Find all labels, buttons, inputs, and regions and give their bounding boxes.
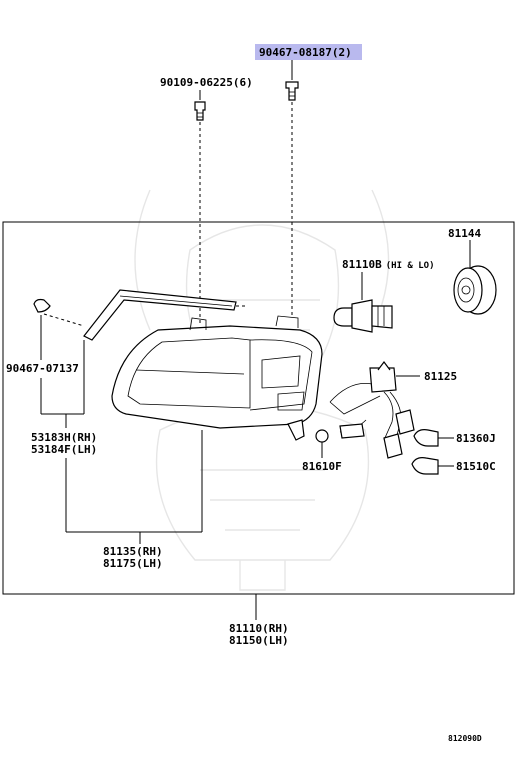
- label-screw-top: 90109-06225(6): [160, 76, 253, 89]
- headlamp-housing: [111, 315, 323, 532]
- wire-harness-81125: [329, 361, 420, 459]
- label-unit-lh: 81175(LH): [103, 557, 163, 570]
- bulb-81110b: [333, 272, 393, 333]
- label-clip: 90467-07137: [6, 362, 79, 375]
- label-bracket-rh: 53183H(RH): [31, 431, 97, 444]
- label-bulb-81360j: 81360J: [456, 432, 496, 445]
- label-unit-rh: 81135(RH): [103, 545, 163, 558]
- label-highlight: [255, 44, 362, 60]
- label-assy-rh: 81110(RH): [229, 622, 289, 635]
- socket-cover-81144: [453, 240, 497, 315]
- bulb-81360j: [413, 429, 454, 447]
- label-bulb-hilo-suffix: (HI & LO): [386, 261, 435, 271]
- bolt-part: [285, 60, 299, 318]
- assembly-frame: [2, 221, 515, 595]
- label-bolt-top: 90467-08187(2): [259, 46, 352, 59]
- socket-81610f: [315, 429, 329, 458]
- label-diagram-code: 812090D: [448, 734, 482, 743]
- label-socket-cover: 81144: [448, 227, 481, 240]
- bracket-rail: [83, 289, 246, 341]
- bulb-81510c: [411, 457, 454, 475]
- label-bulb-81510c: 81510C: [456, 460, 496, 473]
- label-bracket-lh: 53184F(LH): [31, 443, 97, 456]
- screw-part: [194, 90, 206, 325]
- label-wire-harness: 81125: [424, 370, 457, 383]
- label-bulb-hilo: 81110B (HI & LO): [342, 255, 435, 272]
- label-socket-81610f: 81610F: [302, 460, 342, 473]
- clip-part: [33, 298, 85, 360]
- label-assy-lh: 81150(LH): [229, 634, 289, 647]
